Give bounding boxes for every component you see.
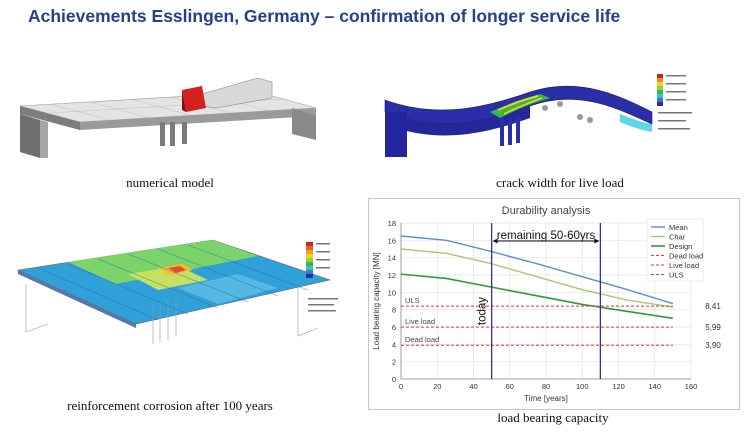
hline-label: Live load [405, 317, 435, 326]
x-tick-label: 0 [399, 382, 403, 391]
remaining-arrow-head-left [492, 238, 498, 244]
x-tick-label: 40 [469, 382, 477, 391]
y-axis-label: Load bearing capacity [MN] [372, 252, 381, 349]
y-tick-label: 14 [388, 254, 396, 263]
durability-chart-svg: Durability analysis 0 2 4 6 8 10 12 14 16 18 0 20 40 6… [372, 205, 721, 403]
x-tick-label: 60 [506, 382, 514, 391]
crack-width-image [384, 74, 692, 157]
numerical-model-caption: numerical model [126, 175, 214, 190]
y-tick-label: 0 [392, 375, 396, 384]
slide-title: Achievements Esslingen, Germany – confir… [28, 6, 621, 26]
today-annotation: today [477, 297, 489, 325]
legend-label: Live load [669, 261, 699, 270]
y-tick-label: 4 [392, 340, 396, 349]
series-line-char [400, 248, 673, 308]
hline-value-label: 5,99 [705, 323, 721, 332]
corrosion-image [16, 239, 338, 344]
y-tick-label: 2 [392, 358, 396, 367]
legend-label: Mean [669, 223, 688, 232]
legend-box [646, 218, 704, 282]
y-tick-label: 8 [392, 306, 396, 315]
remaining-arrow-head-right [594, 238, 600, 244]
x-tick-label: 120 [612, 382, 625, 391]
numerical-model-image [19, 77, 317, 158]
x-tick-label: 160 [685, 382, 698, 391]
hline-value-label: 3,90 [705, 341, 721, 350]
y-tick-label: 10 [388, 288, 396, 297]
hline-label: Dead load [405, 335, 439, 344]
y-tick-label: 12 [388, 271, 396, 280]
y-tick-label: 6 [392, 323, 396, 332]
legend-label: Design [669, 242, 692, 251]
legend-label: Char [669, 233, 686, 242]
x-tick-label: 20 [433, 382, 441, 391]
durability-chart: Durability analysis 0 2 4 6 8 10 12 14 16 18 0 20 40 6… [368, 198, 740, 410]
x-tick-label: 140 [648, 382, 661, 391]
capacity-caption: load bearing capacity [497, 410, 609, 425]
series-line-design [400, 273, 673, 320]
y-tick-label: 16 [388, 236, 396, 245]
corrosion-caption: reinforcement corrosion after 100 years [67, 398, 273, 413]
series-line-mean [400, 235, 674, 305]
x-tick-label: 80 [542, 382, 550, 391]
crack-width-caption: crack width for live load [496, 175, 624, 190]
x-tick-label: 100 [576, 382, 589, 391]
chart-title: Durability analysis [502, 205, 591, 217]
remaining-annotation: remaining 50-60yrs [497, 230, 596, 242]
hline-label: ULS [405, 296, 420, 305]
legend-label: Dead load [669, 252, 703, 261]
legend-label: ULS [669, 271, 684, 280]
hline-value-label: 8,41 [705, 302, 721, 311]
y-tick-label: 18 [388, 219, 396, 228]
x-axis-label: Time [years] [524, 394, 568, 403]
